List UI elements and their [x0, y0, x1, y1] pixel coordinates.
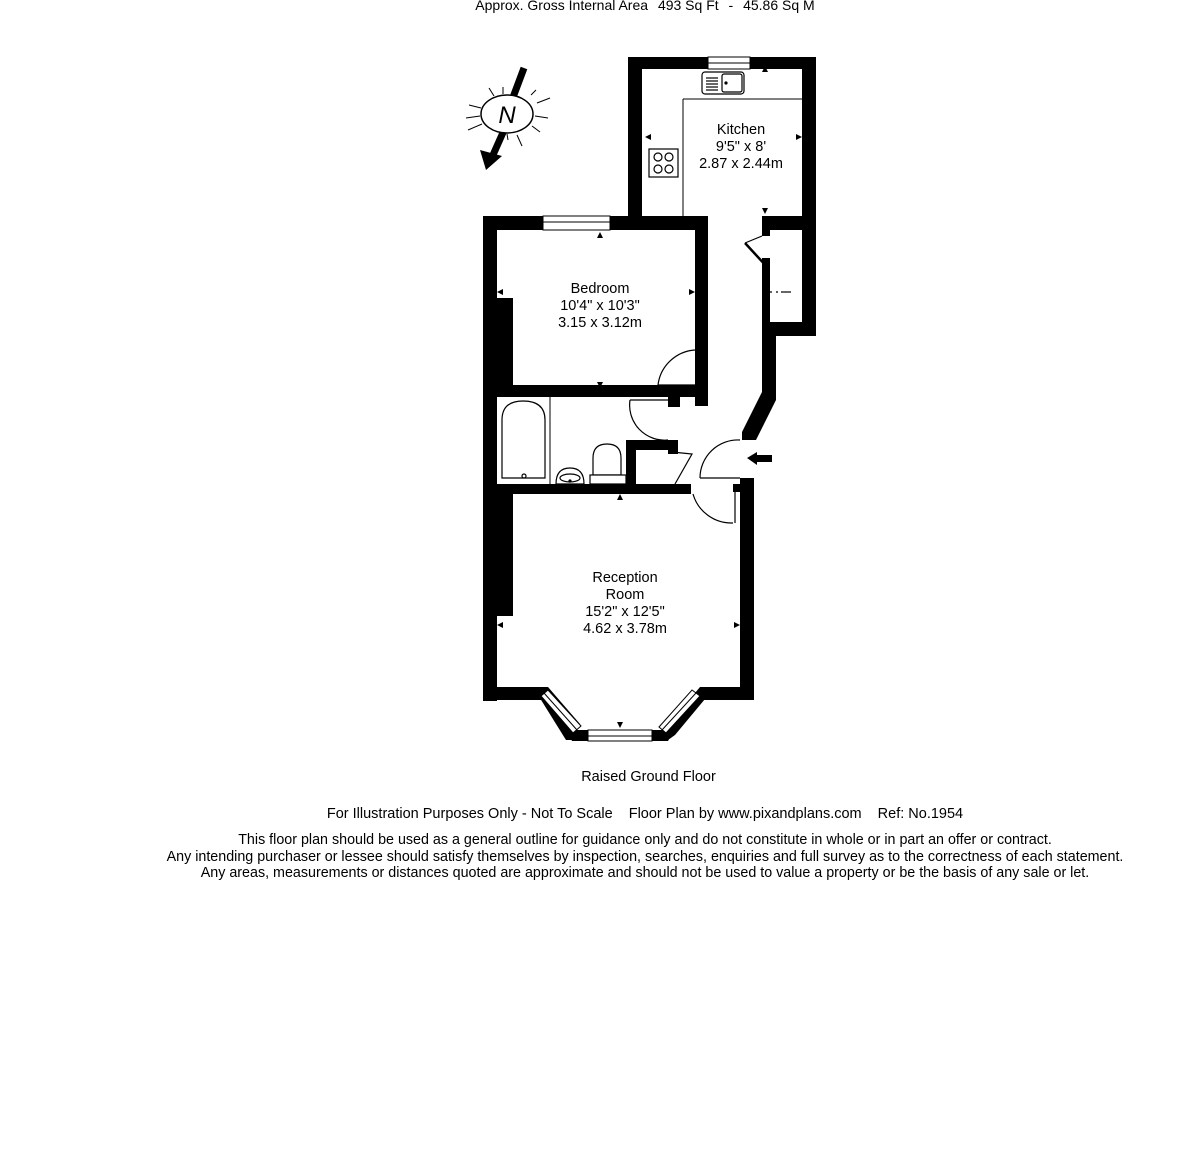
reception-door [692, 493, 734, 524]
area-label: Approx. Gross Internal Area [475, 0, 649, 13]
bathroom-door [629, 399, 669, 441]
disclaimer-line: This floor plan should be used as a gene… [238, 832, 1052, 848]
bedroom-door [657, 349, 696, 386]
area-sqm: 45.86 Sq M [743, 0, 815, 13]
disclaimer-line: Any areas, measurements or distances quo… [200, 865, 1090, 881]
room-metric: 3.15 x 3.12m [558, 315, 642, 331]
room-imperial: 9'5" x 8' [715, 139, 767, 155]
area-sqft: 493 Sq Ft [657, 0, 719, 13]
room-name-line2: Room [605, 587, 645, 603]
cupboard-door [744, 242, 769, 269]
entrance-door [699, 439, 741, 479]
credit-line: For Illustration Purposes Only - Not To … [0, 806, 1200, 822]
sink-icon [701, 71, 745, 95]
entrance-arrow-icon [747, 452, 772, 465]
floor-plan-credit: Floor Plan by www.pixandplans.com [628, 806, 862, 822]
svg-text:N: N [498, 102, 516, 129]
room-imperial: 15'2" x 12'5" [585, 604, 665, 620]
bedroom-window [542, 215, 611, 231]
room-metric: 2.87 x 2.44m [699, 156, 783, 172]
compass-north-icon: N [465, 66, 551, 170]
room-metric: 4.62 x 3.78m [583, 621, 667, 637]
storage-door [671, 451, 693, 485]
floor-name: Raised Ground Floor [581, 769, 716, 785]
basin-icon [555, 467, 585, 485]
walls [483, 57, 816, 741]
toilet-icon [589, 443, 627, 485]
disclaimer: This floor plan should be used as a gene… [0, 832, 1200, 882]
gross-area-header: Approx. Gross Internal Area 493 Sq Ft - … [0, 0, 1200, 13]
windows [540, 56, 751, 742]
room-label-bedroom: Bedroom 10'4" x 10'3" 3.15 x 3.12m [520, 281, 680, 332]
area-separator: - [728, 0, 734, 13]
room-name: Kitchen [716, 122, 766, 138]
bath-icon [501, 400, 546, 479]
room-label-kitchen: Kitchen 9'5" x 8' 2.87 x 2.44m [680, 122, 802, 173]
room-name: Reception [592, 570, 658, 586]
dimension-markers [497, 66, 802, 728]
room-label-reception: Reception Room 15'2" x 12'5" 4.62 x 3.78… [545, 570, 705, 638]
reference-number: Ref: No.1954 [877, 806, 964, 822]
doors [629, 235, 791, 524]
room-imperial: 10'4" x 10'3" [560, 298, 640, 314]
room-name: Bedroom [570, 281, 630, 297]
illustration-note: For Illustration Purposes Only - Not To … [326, 806, 613, 822]
hob-icon [648, 148, 679, 178]
disclaimer-line: Any intending purchaser or lessee should… [166, 848, 1124, 865]
